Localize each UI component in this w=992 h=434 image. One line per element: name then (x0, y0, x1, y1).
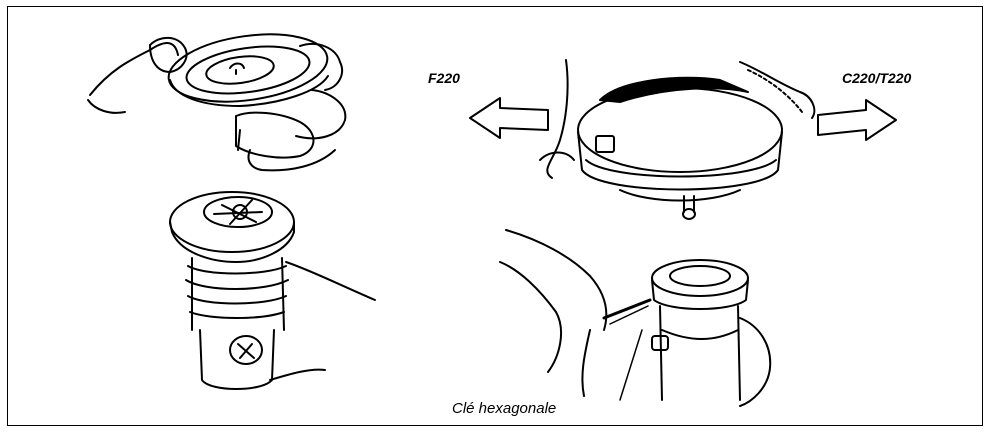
model-label-f220: F220 (428, 70, 460, 86)
hex-key-callout-label: Clé hexagonale (452, 400, 556, 417)
arrow-right-c220 (818, 100, 896, 140)
filter-housing-illustration (170, 192, 375, 389)
arrow-left-f220 (470, 98, 548, 138)
model-label-c220-t220: C220/T220 (842, 70, 911, 86)
hand-holding-cap-illustration (88, 25, 345, 170)
hex-key-illustration (500, 230, 770, 406)
hands-holding-cap-illustration (540, 60, 814, 219)
